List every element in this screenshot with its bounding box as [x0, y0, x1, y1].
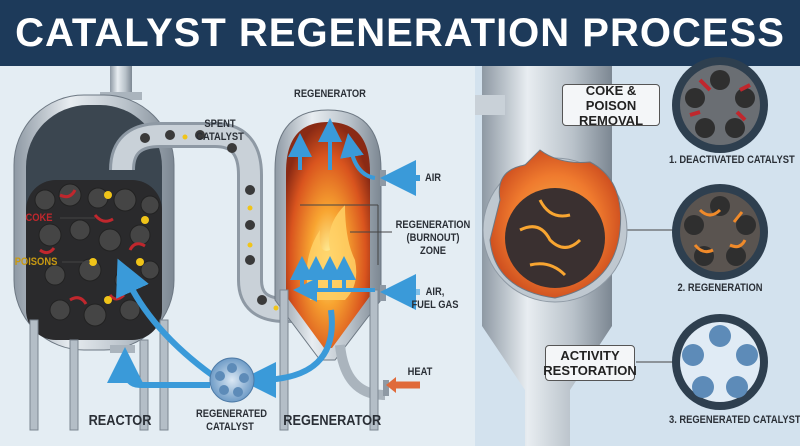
regenerated-catalyst-label: REGENERATED CATALYST [196, 408, 268, 434]
stage-3-regenerated-catalyst-image [672, 314, 768, 410]
spent-catalyst-label-line2: CATALYST [196, 131, 244, 143]
regenerated-catalyst-line2: CATALYST [206, 421, 254, 433]
air-fuel-gas-line1: AIR, [425, 286, 445, 298]
stage-1-deactivated-catalyst-image [672, 57, 768, 153]
callout-line2: REMOVAL [578, 112, 644, 128]
spent-catalyst-label-line1: SPENT [204, 118, 236, 130]
reactor-vessel [13, 66, 175, 431]
air-fuel-gas-line2: FUEL GAS [411, 299, 459, 311]
reactor-label: REACTOR [88, 412, 152, 429]
regenerator-air-flow-arrows [288, 118, 376, 302]
burning-catalyst-particle [505, 188, 605, 288]
title-banner: CATALYST REGENERATION PROCESS [0, 0, 800, 66]
regeneration-zone-label: REGENERATION (BURNOUT) ZONE [395, 219, 472, 258]
poisons-label: POISONS [14, 256, 58, 268]
reactor-inlet-arrow [107, 347, 210, 388]
callout-line2: RESTORATION [543, 363, 637, 378]
regenerated-catalyst-return-arrow [240, 309, 335, 398]
regenerator-top-label: REGENERATOR [294, 88, 366, 100]
air-label: AIR [424, 172, 442, 184]
stage-1-label: 1. DEACTIVATED CATALYST [669, 154, 795, 166]
page-title: CATALYST REGENERATION PROCESS [15, 10, 785, 55]
callout-line1: COKE & POISON [585, 82, 637, 113]
regenerated-catalyst-line1: REGENERATED [196, 408, 268, 420]
callout-line1: ACTIVITY [560, 348, 620, 363]
regenerated-catalyst-particle [209, 357, 255, 403]
stage-2-label: 2. REGENERATION [677, 282, 763, 294]
regeneration-zone-line3: ZONE [420, 245, 446, 257]
air-fuel-gas-label: AIR, FUEL GAS [405, 286, 465, 312]
regenerator-bottom-label: REGENERATOR [283, 412, 382, 429]
stage-2-regeneration-image [672, 184, 768, 280]
reactor-return-arrow [116, 258, 214, 378]
coke-label: COKE [25, 212, 53, 224]
regeneration-zone-line1: REGENERATION [395, 219, 471, 231]
spent-catalyst-label: SPENT CATALYST [195, 118, 246, 144]
regenerator-column-closeup [475, 66, 628, 446]
heat-label: HEAT [407, 366, 433, 378]
stage-3-label: 3. REGENERATED CATALYST [669, 414, 800, 426]
regeneration-zone-line2: (BURNOUT) [406, 232, 460, 244]
